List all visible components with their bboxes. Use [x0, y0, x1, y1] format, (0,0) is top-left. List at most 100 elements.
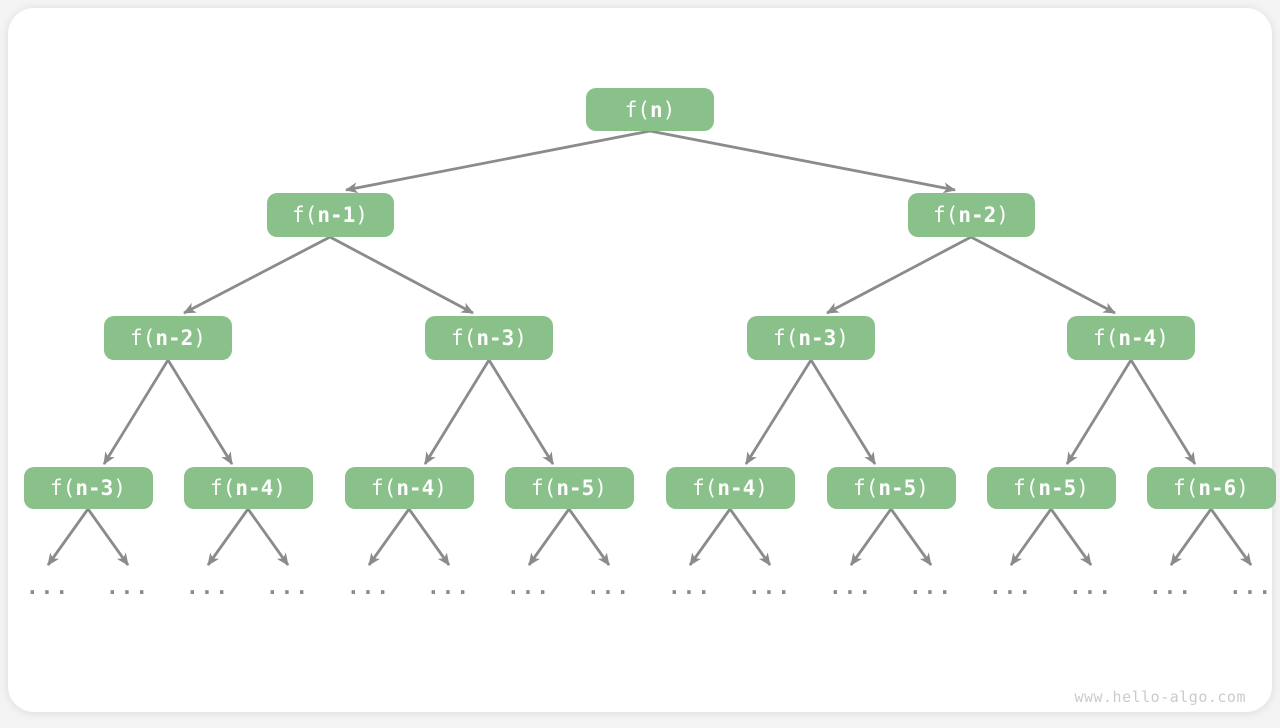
- tree-node: f(n-1): [266, 193, 394, 237]
- ellipsis-leaf: ...: [1229, 575, 1273, 599]
- node-label-prefix: f(: [292, 203, 318, 227]
- diagram-stage: www.hello-algo.com f(n)f(n-1)f(n-2)f(n-2…: [8, 8, 1280, 728]
- tree-node: f(n-5): [826, 467, 956, 509]
- node-label-arg: n-3: [476, 326, 515, 350]
- tree-edge-arrow: [102, 359, 170, 465]
- node-label-prefix: f(: [1093, 326, 1119, 350]
- node-label-prefix: f(: [451, 326, 477, 350]
- tree-edge-arrow: [487, 359, 555, 465]
- watermark: www.hello-algo.com: [1074, 688, 1246, 706]
- tree-node: f(n-3): [425, 316, 553, 360]
- tree-edge-arrow: [329, 235, 474, 315]
- node-label-suffix: ): [355, 203, 368, 227]
- node-label-arg: n-5: [556, 476, 595, 500]
- node-label-suffix: ): [1076, 476, 1089, 500]
- tree-edge-arrow: [423, 359, 491, 465]
- tree-node: f(n-6): [1146, 467, 1276, 509]
- tree-node: f(n-4): [1067, 316, 1195, 360]
- tree-edge-arrow: [407, 508, 451, 566]
- ellipsis-leaf: ...: [266, 575, 310, 599]
- tree-edge-arrow: [86, 508, 130, 566]
- tree-node: f(n-5): [504, 467, 634, 509]
- tree-edge-arrow: [206, 508, 250, 566]
- tree-edge-arrow: [246, 508, 290, 566]
- node-label-prefix: f(: [371, 476, 397, 500]
- node-label-suffix: ): [836, 326, 849, 350]
- tree-edge-arrow: [1209, 508, 1253, 566]
- node-label-prefix: f(: [624, 97, 650, 122]
- node-label-prefix: f(: [50, 476, 76, 500]
- node-label-arg: n-4: [717, 476, 756, 500]
- tree-edge-arrow: [849, 508, 893, 566]
- node-label-suffix: ): [755, 476, 768, 500]
- node-label-prefix: f(: [1173, 476, 1199, 500]
- node-label-arg: n-4: [396, 476, 435, 500]
- ellipsis-leaf: ...: [909, 575, 953, 599]
- node-label-prefix: f(: [1013, 476, 1039, 500]
- tree-edge-arrow: [728, 508, 772, 566]
- node-label-prefix: f(: [130, 326, 156, 350]
- node-label-suffix: ): [273, 476, 286, 500]
- ellipsis-leaf: ...: [989, 575, 1033, 599]
- tree-node: f(n-4): [183, 467, 313, 509]
- node-label-suffix: ): [113, 476, 126, 500]
- node-label-suffix: ): [996, 203, 1009, 227]
- node-label-arg: n-4: [1118, 326, 1157, 350]
- node-label-arg: n-3: [75, 476, 114, 500]
- tree-edge-arrow: [46, 508, 90, 566]
- node-label-prefix: f(: [692, 476, 718, 500]
- node-label-prefix: f(: [773, 326, 799, 350]
- tree-edges-svg: [46, 129, 1253, 566]
- tree-node: f(n-2): [907, 193, 1035, 237]
- node-label-suffix: ): [594, 476, 607, 500]
- ellipsis-leaf: ...: [748, 575, 792, 599]
- tree-edge-arrow: [1129, 359, 1197, 465]
- tree-node: f(n-3): [23, 467, 153, 509]
- node-label-prefix: f(: [531, 476, 557, 500]
- node-label-arg: n-5: [878, 476, 917, 500]
- tree-node: f(n): [586, 88, 714, 131]
- tree-node: f(n-5): [986, 467, 1116, 509]
- ellipsis-leaf: ...: [668, 575, 712, 599]
- tree-edge-arrow: [1049, 508, 1093, 566]
- tree-edge-arrow: [826, 235, 972, 315]
- tree-edge-arrow: [1065, 359, 1133, 465]
- node-label-suffix: ): [1236, 476, 1249, 500]
- tree-edge-arrow: [567, 508, 611, 566]
- ellipsis-leaf: ...: [507, 575, 551, 599]
- ellipsis-leaf: ...: [587, 575, 631, 599]
- ellipsis-leaf: ...: [347, 575, 391, 599]
- tree-edge-arrow: [345, 129, 651, 194]
- node-label-arg: n-5: [1038, 476, 1077, 500]
- node-label-arg: n-3: [798, 326, 837, 350]
- node-label-suffix: ): [1156, 326, 1169, 350]
- tree-edge-arrow: [367, 508, 411, 566]
- ellipsis-leaf: ...: [1069, 575, 1113, 599]
- diagram-card: www.hello-algo.com f(n)f(n-1)f(n-2)f(n-2…: [8, 8, 1276, 712]
- tree-edge-arrow: [166, 359, 234, 465]
- node-label-arg: n-2: [155, 326, 194, 350]
- tree-node: f(n-2): [104, 316, 232, 360]
- ellipsis-leaf: ...: [1149, 575, 1193, 599]
- node-label-arg: n: [649, 97, 663, 122]
- node-label-arg: n-1: [317, 203, 356, 227]
- node-label-suffix: ): [514, 326, 527, 350]
- ellipsis-leaf: ...: [106, 575, 150, 599]
- tree-edge-arrow: [1169, 508, 1213, 566]
- ellipsis-leaf: ...: [186, 575, 230, 599]
- tree-edge-arrow: [1009, 508, 1053, 566]
- tree-edge-arrow: [970, 235, 1116, 315]
- tree-edge-arrow: [688, 508, 732, 566]
- node-label-suffix: ): [434, 476, 447, 500]
- tree-edge-arrow: [527, 508, 571, 566]
- node-label-prefix: f(: [853, 476, 879, 500]
- tree-node: f(n-4): [665, 467, 795, 509]
- ellipsis-leaf: ...: [427, 575, 471, 599]
- tree-edge-arrow: [183, 235, 331, 315]
- tree-edge-arrow: [889, 508, 933, 566]
- ellipsis-leaf: ...: [829, 575, 873, 599]
- node-label-arg: n-4: [235, 476, 274, 500]
- tree-edge-arrow: [744, 359, 813, 465]
- tree-node: f(n-3): [747, 316, 875, 360]
- tree-edge-arrow: [809, 359, 877, 465]
